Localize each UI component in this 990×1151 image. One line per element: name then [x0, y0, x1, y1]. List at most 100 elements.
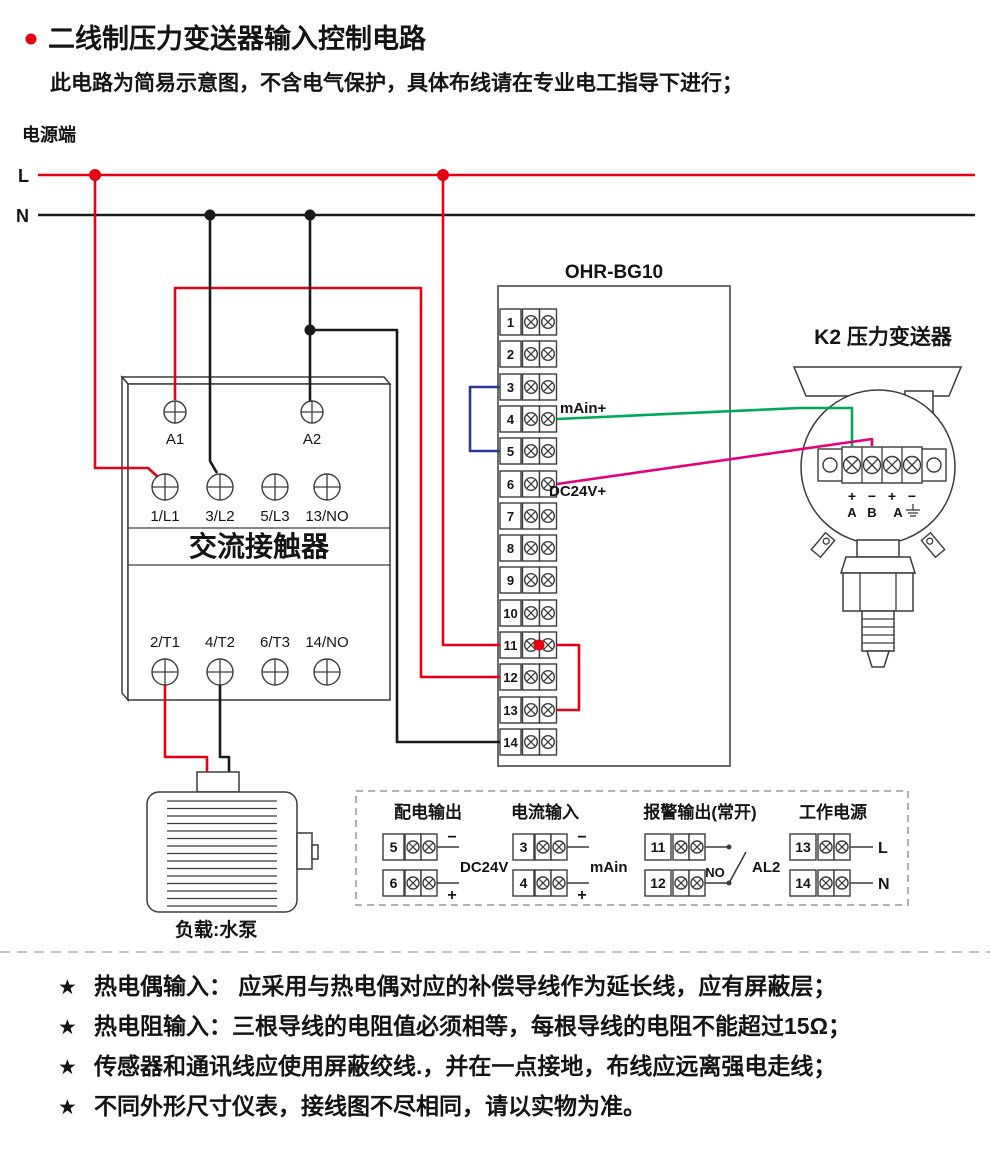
star-bullet-icon: ★	[58, 976, 77, 999]
ohr-terminal-number: 10	[503, 606, 517, 621]
screw-terminal-icon	[550, 833, 568, 861]
star-bullet-icon: ★	[58, 1096, 77, 1119]
wire-red-l-to-terminal11	[441, 175, 500, 647]
motor-shaft-cap	[296, 832, 313, 870]
transmitter-flange	[839, 556, 917, 574]
transmitter-terminal-strip: + − + − A B A	[817, 446, 947, 520]
title-bullet-icon	[25, 33, 37, 45]
screw-terminal-icon	[261, 473, 289, 501]
screw-terminal-icon	[521, 599, 541, 627]
screw-terminal-icon	[521, 470, 541, 498]
screw-terminal-icon	[521, 566, 541, 594]
ohr-terminal-number: 14	[503, 735, 518, 750]
contactor-terminal-label: A1	[166, 431, 184, 448]
motor-terminal-box	[196, 771, 240, 793]
screw-terminal-icon	[313, 473, 341, 501]
screw-terminal-icon	[902, 455, 922, 475]
group-value-label: DC24V	[460, 859, 508, 876]
group-title: 工作电源	[799, 802, 867, 822]
mount-hole-icon	[926, 457, 942, 473]
screw-terminal-icon	[538, 502, 558, 530]
note-line: 不同外形尺寸仪表，接线图不尽相同，请以实物为准。	[94, 1093, 646, 1119]
ohr-terminal-row: 5	[499, 437, 558, 465]
screw-terminal-icon	[521, 534, 541, 562]
polarity-label: −	[908, 488, 916, 504]
wire-red-jumper-11-13	[557, 643, 581, 712]
screw-terminal-icon	[538, 566, 558, 594]
screw-terminal-icon	[672, 869, 690, 897]
screw-terminal-icon	[300, 400, 324, 424]
terminal-number: 13	[795, 839, 811, 855]
screw-terminal-icon	[538, 437, 558, 465]
detail-panel-border	[355, 790, 909, 906]
screw-terminal-icon	[882, 455, 902, 475]
ohr-terminal-row: 1	[499, 308, 558, 336]
wire-blue-jumper-3-5	[468, 385, 500, 453]
pressure-transmitter: K2 压力变送器	[792, 325, 963, 668]
screw-terminal-icon	[420, 833, 438, 861]
line-l-label: L	[18, 166, 29, 186]
transmitter-clamp	[920, 531, 946, 559]
screw-terminal-icon	[538, 696, 558, 724]
contactor-terminal-label: 13/NO	[305, 508, 348, 525]
wire-red-l-to-contactor	[93, 175, 159, 478]
ohr-terminal-row: 7	[499, 502, 558, 530]
screw-terminal-icon	[862, 455, 882, 475]
contactor-left-face	[121, 374, 129, 703]
screw-terminal-icon	[833, 869, 851, 897]
group-value-label: AL2	[752, 859, 780, 876]
page-title: 二线制压力变送器输入控制电路	[48, 23, 427, 54]
terminal-number: 4	[520, 875, 528, 891]
ohr-main-label: mAin+	[560, 400, 607, 417]
ohr-terminal-number: 9	[507, 573, 514, 588]
star-bullet-icon: ★	[58, 1016, 77, 1039]
polarity-label: +	[888, 488, 896, 504]
screw-terminal-icon	[817, 833, 835, 861]
contactor-terminal-label: 2/T1	[150, 634, 180, 651]
contactor-terminal-label: 6/T3	[260, 634, 290, 651]
motor-fins	[167, 800, 277, 907]
ohr-terminal-number: 8	[507, 541, 514, 556]
screw-terminal-icon	[420, 869, 438, 897]
contactor-body	[127, 383, 391, 701]
screw-terminal-icon	[688, 869, 706, 897]
line-n-label: N	[16, 206, 29, 226]
wire-red-a1-to-terminal12	[173, 286, 500, 679]
motor-body	[146, 791, 298, 913]
screw-terminal-icon	[538, 663, 558, 691]
polarity-label: −	[868, 488, 876, 504]
pin-label: B	[867, 505, 876, 520]
note-line: 热电阻输入：三根导线的电阻值必须相等，每根导线的电阻不能超过15Ω；	[94, 1013, 851, 1039]
screw-terminal-icon	[521, 728, 541, 756]
screw-terminal-icon	[538, 373, 558, 401]
wire-black-n-to-terminal14	[310, 328, 500, 744]
screw-terminal-icon	[206, 658, 234, 686]
junction-dot	[437, 169, 449, 181]
screw-terminal-icon	[534, 869, 552, 897]
terminal-detail-panel: 配电输出 5 6 − + DC24V 电流输入 3 4 − + mAin	[355, 790, 909, 906]
ohr-terminal-row: 8	[499, 534, 558, 562]
detail-group-power-output: 配电输出 5 6 − + DC24V	[382, 802, 508, 904]
ohr-terminal-number: 2	[507, 347, 514, 362]
contactor-terminal-label: 1/L1	[150, 508, 179, 525]
screw-terminal-icon	[206, 473, 234, 501]
ohr-terminal-number: 12	[503, 670, 517, 685]
screw-terminal-icon	[672, 833, 690, 861]
motor-label: 负载:水泵	[175, 918, 257, 941]
polarity-label: +	[848, 488, 856, 504]
screw-terminal-icon	[534, 833, 552, 861]
transmitter-bracket	[792, 366, 963, 397]
terminal-number: 12	[650, 875, 666, 891]
motor-pump	[146, 771, 319, 913]
transmitter-hex-nut	[842, 572, 914, 612]
ohr-terminal-number: 3	[507, 380, 514, 395]
screw-terminal-icon	[313, 658, 341, 686]
ohr-terminal-row: 10	[499, 599, 558, 627]
screw-terminal-icon	[163, 400, 187, 424]
contactor-name: 交流接触器	[189, 530, 330, 562]
page-subtitle: 此电路为简易示意图，不含电气保护，具体布线请在专业电工指导下进行；	[50, 71, 743, 95]
screw-terminal-icon	[521, 696, 541, 724]
junction-dot	[204, 209, 216, 221]
detail-group-current-input: 电流输入 3 4 − + mAin	[511, 802, 628, 904]
